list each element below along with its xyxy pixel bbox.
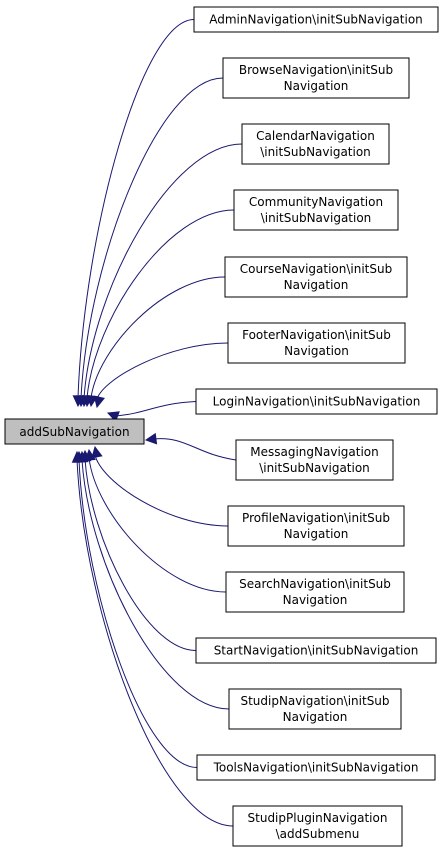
caller-node-community[interactable]: CommunityNavigation \initSubNavigation — [233, 189, 399, 231]
caller-node-box — [232, 805, 403, 847]
edge-calendar — [83, 143, 243, 399]
caller-node-box — [227, 322, 406, 364]
caller-node-search[interactable]: SearchNavigation\initSubNavigation — [225, 571, 405, 613]
caller-node-box — [195, 388, 438, 415]
caller-node-login[interactable]: LoginNavigation\initSubNavigation — [195, 388, 438, 415]
root-node-box — [4, 418, 145, 445]
caller-node-profile[interactable]: ProfileNavigation\initSubNavigation — [227, 505, 405, 547]
caller-node-label: \initSubNavigation — [261, 211, 372, 225]
caller-node-tools[interactable]: ToolsNavigation\initSubNavigation — [196, 754, 436, 781]
arrowhead-profile — [91, 445, 103, 459]
caller-node-box — [233, 189, 399, 231]
caller-node-label: CalendarNavigation — [256, 129, 375, 143]
edge-messaging — [153, 438, 237, 461]
caller-node-label: \initSubNavigation — [260, 145, 371, 159]
caller-nodes: AdminNavigation\initSubNavigationBrowseN… — [193, 6, 439, 847]
caller-node-label: \initSubNavigation — [259, 461, 370, 475]
caller-node-box — [228, 688, 402, 730]
caller-node-label: AdminNavigation\initSubNavigation — [209, 13, 423, 27]
call-edges — [71, 19, 243, 827]
caller-node-label: StudipPluginNavigation — [248, 811, 388, 825]
edge-start — [84, 458, 197, 651]
caller-node-box — [196, 754, 436, 781]
caller-node-label: \addSubmenu — [276, 827, 360, 841]
caller-node-label: Navigation — [283, 593, 348, 607]
caller-node-label: ToolsNavigation\initSubNavigation — [213, 761, 419, 775]
caller-node-label: CourseNavigation\initSub — [240, 262, 392, 276]
arrowhead-studipplugin — [71, 450, 84, 463]
caller-node-label: MessagingNavigation — [250, 445, 379, 459]
edge-search — [88, 457, 227, 593]
caller-node-label: ProfileNavigation\initSub — [242, 511, 390, 525]
edge-browse — [80, 77, 224, 399]
root-node-label: addSubNavigation — [19, 425, 129, 439]
caller-node-label: Navigation — [283, 710, 348, 724]
root-node[interactable]: addSubNavigation — [4, 418, 145, 445]
caller-node-course[interactable]: CourseNavigation\initSubNavigation — [224, 256, 408, 298]
caller-node-label: SearchNavigation\initSub — [239, 577, 391, 591]
edge-tools — [78, 459, 198, 768]
caller-node-box — [241, 123, 390, 165]
caller-node-studip[interactable]: StudipNavigation\initSubNavigation — [228, 688, 402, 730]
caller-node-label: CommunityNavigation — [249, 195, 383, 209]
caller-node-box — [227, 505, 405, 547]
caller-node-studipplugin[interactable]: StudipPluginNavigation \addSubmenu — [232, 805, 403, 847]
caller-node-start[interactable]: StartNavigation\initSubNavigation — [195, 637, 437, 664]
caller-node-label: Navigation — [284, 527, 349, 541]
caller-node-label: Navigation — [284, 344, 349, 358]
edge-studipplugin — [76, 459, 234, 827]
arrowhead-messaging — [144, 432, 158, 445]
arrowhead-footer — [93, 395, 105, 409]
caller-node-label: Navigation — [284, 278, 349, 292]
caller-node-box — [224, 256, 408, 298]
caller-node-box — [195, 637, 437, 664]
caller-node-footer[interactable]: FooterNavigation\initSubNavigation — [227, 322, 406, 364]
edge-course — [90, 276, 226, 399]
caller-node-box — [193, 6, 439, 33]
edge-studip — [81, 459, 230, 710]
caller-node-label: StartNavigation\initSubNavigation — [214, 644, 419, 658]
edge-community — [86, 209, 235, 399]
caller-node-messaging[interactable]: MessagingNavigation \initSubNavigation — [235, 439, 394, 481]
edge-footer — [96, 342, 229, 400]
caller-node-admin[interactable]: AdminNavigation\initSubNavigation — [193, 6, 439, 33]
caller-node-label: LoginNavigation\initSubNavigation — [213, 395, 421, 409]
edge-profile — [94, 454, 229, 527]
caller-node-label: BrowseNavigation\initSub — [239, 63, 393, 77]
caller-node-box — [235, 439, 394, 481]
caller-node-browse[interactable]: BrowseNavigation\initSubNavigation — [222, 57, 410, 99]
caller-node-label: StudipNavigation\initSub — [240, 694, 389, 708]
edge-admin — [77, 19, 195, 399]
edge-login — [115, 401, 197, 417]
caller-node-label: FooterNavigation\initSub — [242, 328, 391, 342]
caller-node-label: Navigation — [284, 79, 349, 93]
caller-node-box — [222, 57, 410, 99]
caller-node-box — [225, 571, 405, 613]
caller-node-calendar[interactable]: CalendarNavigation \initSubNavigation — [241, 123, 390, 165]
